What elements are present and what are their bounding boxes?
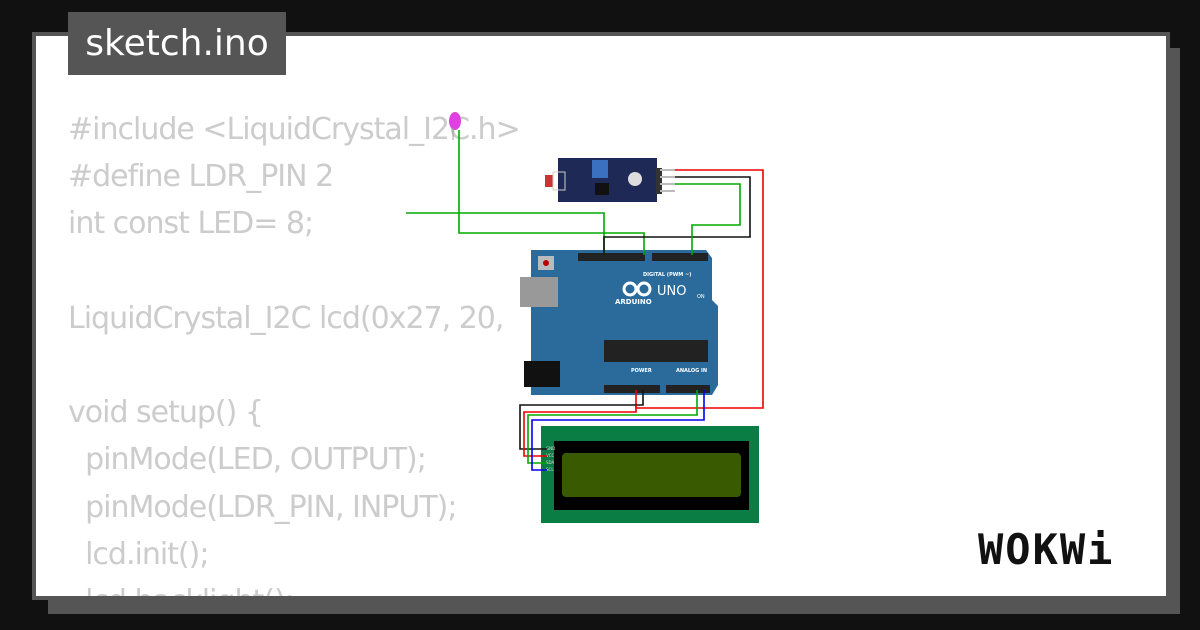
arduino-uno: ARDUINO UNO DIGITAL (PWM ~) POWER ANALOG… — [520, 250, 718, 395]
code-line: pinMode(LDR_PIN, INPUT); — [68, 489, 457, 525]
lcd-pin-label: SDA — [546, 460, 555, 465]
wires — [406, 130, 764, 471]
ldr-module — [545, 158, 675, 202]
code-line: pinMode(LED, OUTPUT); — [68, 442, 427, 478]
code-line: #include <LiquidCrystal_I2C.h> — [68, 112, 521, 147]
analog-label: ANALOG IN — [676, 368, 707, 374]
power-label: POWER — [631, 368, 652, 374]
on-label: ON — [697, 294, 705, 300]
code-preview: #include <LiquidCrystal_I2C.h> #define LD… — [68, 106, 521, 596]
lcd-display: GND VCC SDA SCL — [541, 426, 759, 523]
code-line: LiquidCrystal_I2C lcd(0x27, 20, — [68, 300, 504, 336]
board-model: UNO — [657, 284, 686, 299]
code-line: #define LDR_PIN 2 — [68, 159, 334, 195]
file-tab: sketch.ino — [68, 12, 286, 75]
code-line: void setup() { — [68, 395, 264, 431]
wire-black — [603, 176, 751, 255]
wire-blue — [531, 390, 705, 471]
lcd-pin-label: GND — [546, 446, 555, 451]
code-line: lcd.backlight(); — [68, 578, 520, 596]
wire-green — [527, 390, 698, 464]
wire-green — [406, 212, 605, 255]
wire-red — [635, 169, 764, 409]
led — [449, 112, 461, 140]
code-line: int const LED= 8; — [68, 206, 314, 242]
lcd-pin-label: VCC — [546, 453, 555, 458]
board-brand: ARDUINO — [615, 298, 652, 306]
wire-black — [519, 390, 644, 450]
wire-green — [458, 130, 645, 255]
wire-green — [675, 183, 741, 255]
wokwi-logo: WOKWi — [978, 525, 1115, 574]
lcd-pin-label: SCL — [546, 467, 554, 472]
digital-label: DIGITAL (PWM ~) — [643, 272, 691, 278]
code-line: lcd.init(); — [68, 536, 209, 572]
